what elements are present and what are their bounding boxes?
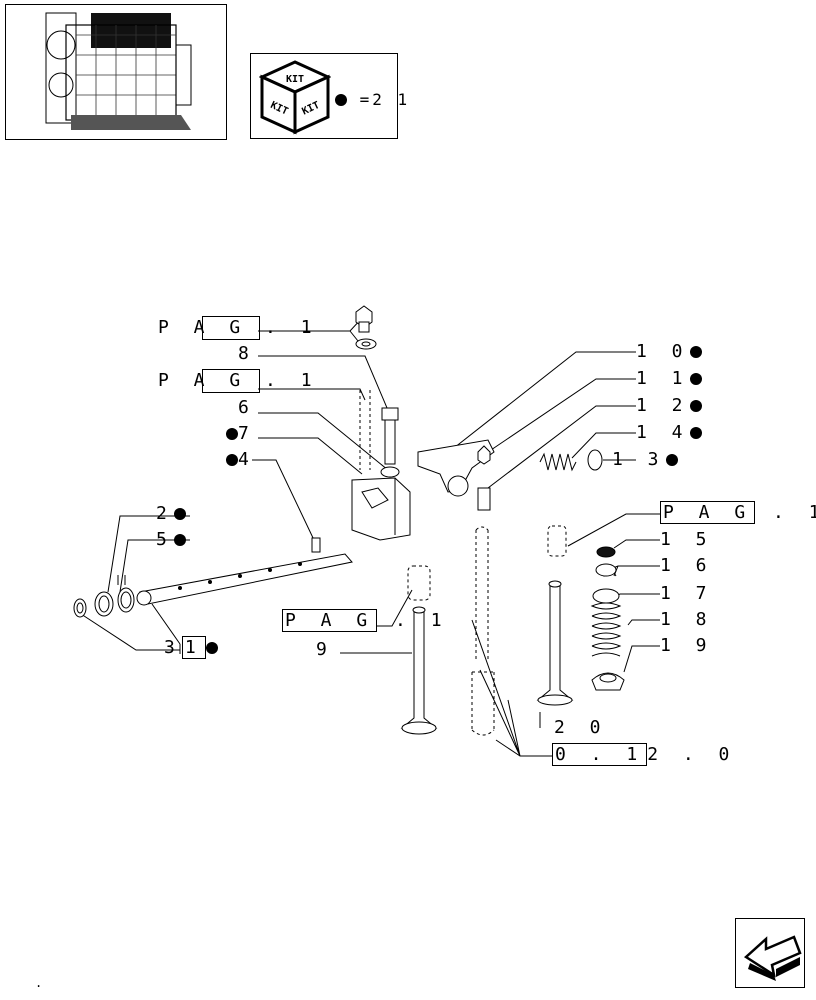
callout-15: 1 5: [660, 529, 714, 550]
callout-11: 1 1: [636, 369, 702, 389]
callout-6: 6: [238, 397, 256, 418]
kit-legend-box: KIT KIT KIT: [250, 53, 398, 139]
callout-7: 7: [226, 424, 256, 444]
callout-19: 1 9: [660, 635, 714, 656]
callout-pag1-c: P A G . 1: [660, 501, 816, 524]
kit-cube-icon: KIT KIT KIT: [259, 60, 331, 135]
kit-legend-value: =2 1: [359, 90, 411, 109]
callout-5: 5: [156, 530, 186, 550]
callout-13: 1 3: [612, 450, 678, 470]
callout-17: 1 7: [660, 583, 714, 604]
callout-9: 9: [316, 639, 334, 660]
engine-thumbnail-icon: [45, 12, 192, 130]
engine-thumbnail: [5, 4, 227, 140]
kit-dot-icon: [335, 94, 347, 106]
callout-16: 1 6: [660, 555, 714, 576]
next-page-arrow-icon: [743, 935, 802, 981]
callout-10: 1 0: [636, 342, 702, 362]
callout-12: 1 2: [636, 396, 702, 416]
callout-8: 8: [238, 343, 256, 364]
callout-20: 2 0: [554, 717, 608, 738]
callout-14: 1 4: [636, 423, 702, 443]
footer-mark: .: [35, 976, 43, 990]
callout-2: 2: [156, 504, 186, 524]
callout-18: 1 8: [660, 609, 714, 630]
callout-pag1-a-text: P A G . 1: [158, 317, 319, 338]
callout-pag1-b-box: [202, 369, 260, 393]
callout-pag1-a-box: [202, 316, 260, 340]
callout-pag1-d: P A G . 1: [282, 609, 449, 632]
callout-pag1-b-text: P A G . 1: [158, 370, 319, 391]
kit-top-label: KIT: [286, 74, 304, 85]
next-page-button[interactable]: [735, 918, 805, 988]
callout-4: 4: [226, 450, 256, 470]
kit-legend-text: =2 1: [335, 90, 410, 109]
